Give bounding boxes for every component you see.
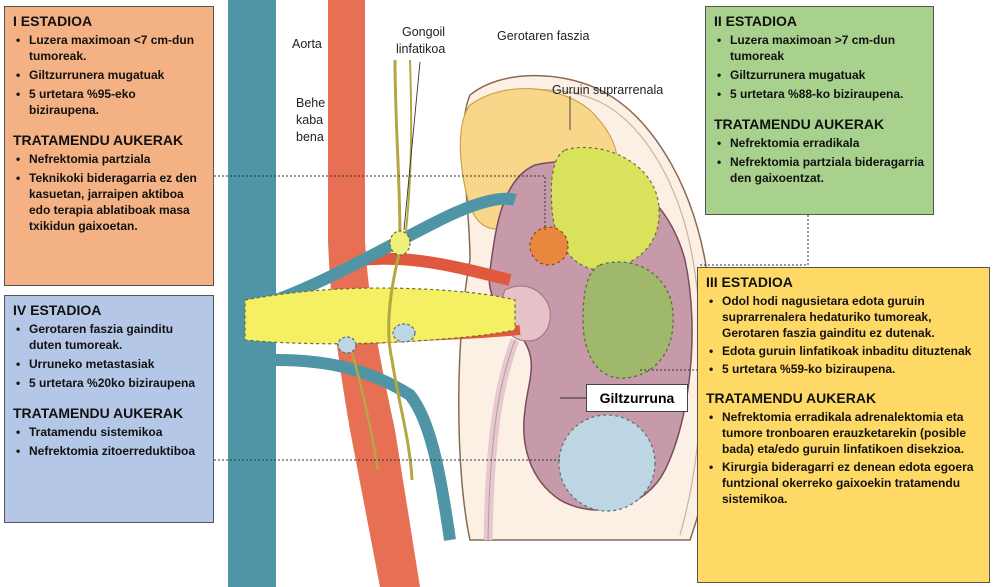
label-lymph-node-1: Gongoil — [402, 24, 445, 40]
stage-2-treatment-item: Nefrektomia partziala bideragarria den g… — [730, 154, 925, 186]
stage-1-treatment-item: Nefrektomia partziala — [29, 151, 205, 167]
stage-3-treatment-item: Kirurgia bideragarri ez denean edota ego… — [722, 459, 981, 507]
stage-3-treatment-list: Nefrektomia erradikala adrenalektomia et… — [706, 409, 981, 507]
stage-1-treatment-item: Teknikoki bideragarria ez den kasuetan, … — [29, 170, 205, 234]
label-adrenal-gland: Guruin suprarrenala — [552, 82, 663, 98]
tumor-thrombus — [245, 288, 515, 344]
stage-4-panel: IV ESTADIOA Gerotaren faszia gainditu du… — [4, 295, 214, 523]
stage-3-item: 5 urtetara %59-ko biziraupena. — [722, 361, 981, 377]
stage-2-item: Luzera maximoan >7 cm-dun tumoreak — [730, 32, 925, 64]
stage-1-panel: I ESTADIOA Luzera maximoan <7 cm-dun tum… — [4, 6, 214, 286]
stage-1-treatment-list: Nefrektomia partziala Teknikoki bideraga… — [13, 151, 205, 234]
stage-2-treatment-item: Nefrektomia erradikala — [730, 135, 925, 151]
label-gerota-fascia: Gerotaren faszia — [497, 28, 589, 44]
label-lymph-node-2: linfatikoa — [396, 41, 445, 57]
stage-2-treatment-title: TRATAMENDU AUKERAK — [714, 116, 925, 133]
tumor-orange — [530, 227, 568, 265]
stage-4-item: 5 urtetara %20ko biziraupena — [29, 375, 205, 391]
stage-4-item: Urruneko metastasiak — [29, 356, 205, 372]
stage-2-treatment-list: Nefrektomia erradikala Nefrektomia partz… — [714, 135, 925, 186]
label-vena-cava-2: kaba — [296, 112, 323, 128]
stage-1-list: Luzera maximoan <7 cm-dun tumoreak. Gilt… — [13, 32, 205, 118]
stage-4-title: IV ESTADIOA — [13, 302, 205, 319]
stage-4-treatment-list: Tratamendu sistemikoa Nefrektomia zitoer… — [13, 424, 205, 459]
stage-2-panel: II ESTADIOA Luzera maximoan >7 cm-dun tu… — [705, 6, 934, 215]
stage-4-treatment-item: Nefrektomia zitoerreduktiboa — [29, 443, 205, 459]
stage-1-title: I ESTADIOA — [13, 13, 205, 30]
stage-4-list: Gerotaren faszia gainditu duten tumoreak… — [13, 321, 205, 391]
label-vena-cava-1: Behe — [296, 95, 325, 111]
stage-3-item: Odol hodi nagusietara edota guruin supra… — [722, 293, 981, 341]
stage-2-item: 5 urtetara %88-ko biziraupena. — [730, 86, 925, 102]
stage-3-title: III ESTADIOA — [706, 274, 981, 291]
stage-4-treatment-item: Tratamendu sistemikoa — [29, 424, 205, 440]
stage-1-item: Giltzurrunera mugatuak — [29, 67, 205, 83]
lymph-node-upper — [390, 231, 410, 255]
stage-3-panel: III ESTADIOA Odol hodi nagusietara edota… — [697, 267, 990, 583]
lymph-node-mid — [393, 324, 415, 342]
stage-4-item: Gerotaren faszia gainditu duten tumoreak… — [29, 321, 205, 353]
stage-2-item: Giltzurrunera mugatuak — [730, 67, 925, 83]
stage-1-item: Luzera maximoan <7 cm-dun tumoreak. — [29, 32, 205, 64]
stage-3-treatment-item: Nefrektomia erradikala adrenalektomia et… — [722, 409, 981, 457]
stage-3-list: Odol hodi nagusietara edota guruin supra… — [706, 293, 981, 377]
stage-3-treatment-title: TRATAMENDU AUKERAK — [706, 390, 981, 407]
stage-3-item: Edota guruin linfatikoak inbaditu dituzt… — [722, 343, 981, 359]
lymph-node-left — [338, 337, 356, 353]
vena-cava — [228, 0, 276, 587]
stage-2-title: II ESTADIOA — [714, 13, 925, 30]
stage-1-treatment-title: TRATAMENDU AUKERAK — [13, 132, 205, 149]
stage-2-list: Luzera maximoan >7 cm-dun tumoreak Giltz… — [714, 32, 925, 102]
stage-4-treatment-title: TRATAMENDU AUKERAK — [13, 405, 205, 422]
tumor-blue-large — [559, 415, 655, 511]
label-vena-cava-3: bena — [296, 129, 324, 145]
label-kidney: Giltzurruna — [586, 384, 688, 412]
stage-1-item: 5 urtetara %95-eko biziraupena. — [29, 86, 205, 118]
label-aorta: Aorta — [292, 36, 322, 52]
